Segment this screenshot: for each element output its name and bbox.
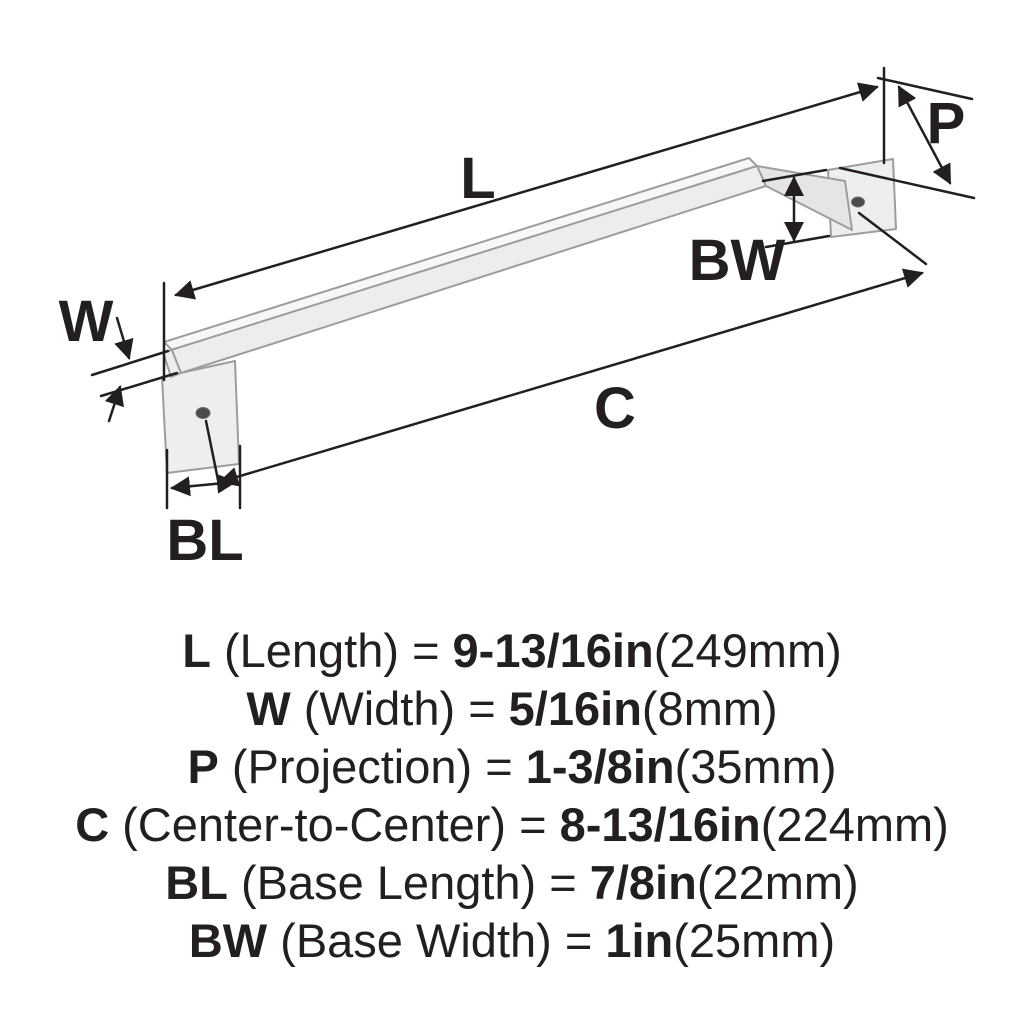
spec-metric: (249mm) bbox=[653, 624, 842, 677]
spec-value: 1in bbox=[605, 914, 674, 967]
p-dimension-line bbox=[897, 85, 952, 185]
spec-label: (Projection) = bbox=[231, 740, 513, 793]
bl-dimension-line bbox=[170, 473, 237, 497]
spec-label: (Center-to-Center) = bbox=[122, 798, 547, 851]
spec-label: (Base Width) = bbox=[280, 914, 593, 967]
spec-row-base-length: BL(Base Length) =7/8in(22mm) bbox=[0, 854, 1024, 912]
dimension-specs: L(Length) =9-13/16in(249mm) W(Width) =5/… bbox=[0, 600, 1024, 970]
spec-abbr: P bbox=[187, 740, 219, 793]
dimension-l: L bbox=[162, 66, 886, 382]
spec-metric: (8mm) bbox=[641, 682, 778, 735]
dimension-p: P bbox=[838, 76, 976, 200]
spec-row-projection: P(Projection) =1-3/8in(35mm) bbox=[0, 738, 1024, 796]
spec-metric: (25mm) bbox=[673, 914, 836, 967]
dimension-w: W bbox=[59, 289, 179, 423]
spec-row-base-width: BW(Base Width) =1in(25mm) bbox=[0, 912, 1024, 970]
label-p: P bbox=[927, 91, 966, 156]
spec-abbr: BL bbox=[165, 856, 228, 909]
spec-abbr: BW bbox=[188, 914, 268, 967]
label-l: L bbox=[460, 146, 495, 211]
dimension-c: C bbox=[204, 211, 928, 487]
label-bl: BL bbox=[166, 508, 243, 573]
spec-value: 1-3/8in bbox=[525, 740, 675, 793]
spec-value: 9-13/16in bbox=[452, 624, 654, 677]
spec-abbr: C bbox=[75, 798, 110, 851]
spec-row-width: W(Width) =5/16in(8mm) bbox=[0, 680, 1024, 738]
spec-value: 8-13/16in bbox=[559, 798, 761, 851]
c-extension-line-left bbox=[204, 419, 220, 482]
dimension-diagram: L P BW W C bbox=[59, 66, 976, 573]
spec-label: (Length) = bbox=[223, 624, 440, 677]
c-extension-line-right bbox=[857, 211, 928, 266]
pull-handle bbox=[161, 157, 897, 474]
w-arrow-top bbox=[114, 316, 134, 360]
spec-row-center-to-center: C(Center-to-Center) =8-13/16in(224mm) bbox=[0, 796, 1024, 854]
spec-abbr: W bbox=[246, 682, 291, 735]
spec-label: (Base Length) = bbox=[240, 856, 577, 909]
c-dimension-line bbox=[218, 268, 924, 487]
spec-metric: (35mm) bbox=[674, 740, 837, 793]
spec-value: 5/16in bbox=[508, 682, 642, 735]
dimension-bl: BL bbox=[165, 444, 244, 573]
left-screw-hole bbox=[195, 407, 211, 419]
w-arrow-bottom bbox=[104, 385, 124, 423]
label-c: C bbox=[594, 376, 636, 441]
label-bw: BW bbox=[689, 228, 786, 293]
spec-metric: (22mm) bbox=[696, 856, 859, 909]
spec-value: 7/8in bbox=[589, 856, 697, 909]
spec-abbr: L bbox=[182, 624, 211, 677]
spec-label: (Width) = bbox=[303, 682, 496, 735]
right-screw-hole bbox=[851, 196, 865, 208]
l-dimension-line bbox=[174, 82, 879, 300]
spec-metric: (224mm) bbox=[760, 798, 949, 851]
bw-extension-line-top bbox=[761, 168, 828, 183]
w-extension-line-top bbox=[90, 349, 170, 377]
spec-row-length: L(Length) =9-13/16in(249mm) bbox=[0, 622, 1024, 680]
label-w: W bbox=[59, 289, 114, 354]
